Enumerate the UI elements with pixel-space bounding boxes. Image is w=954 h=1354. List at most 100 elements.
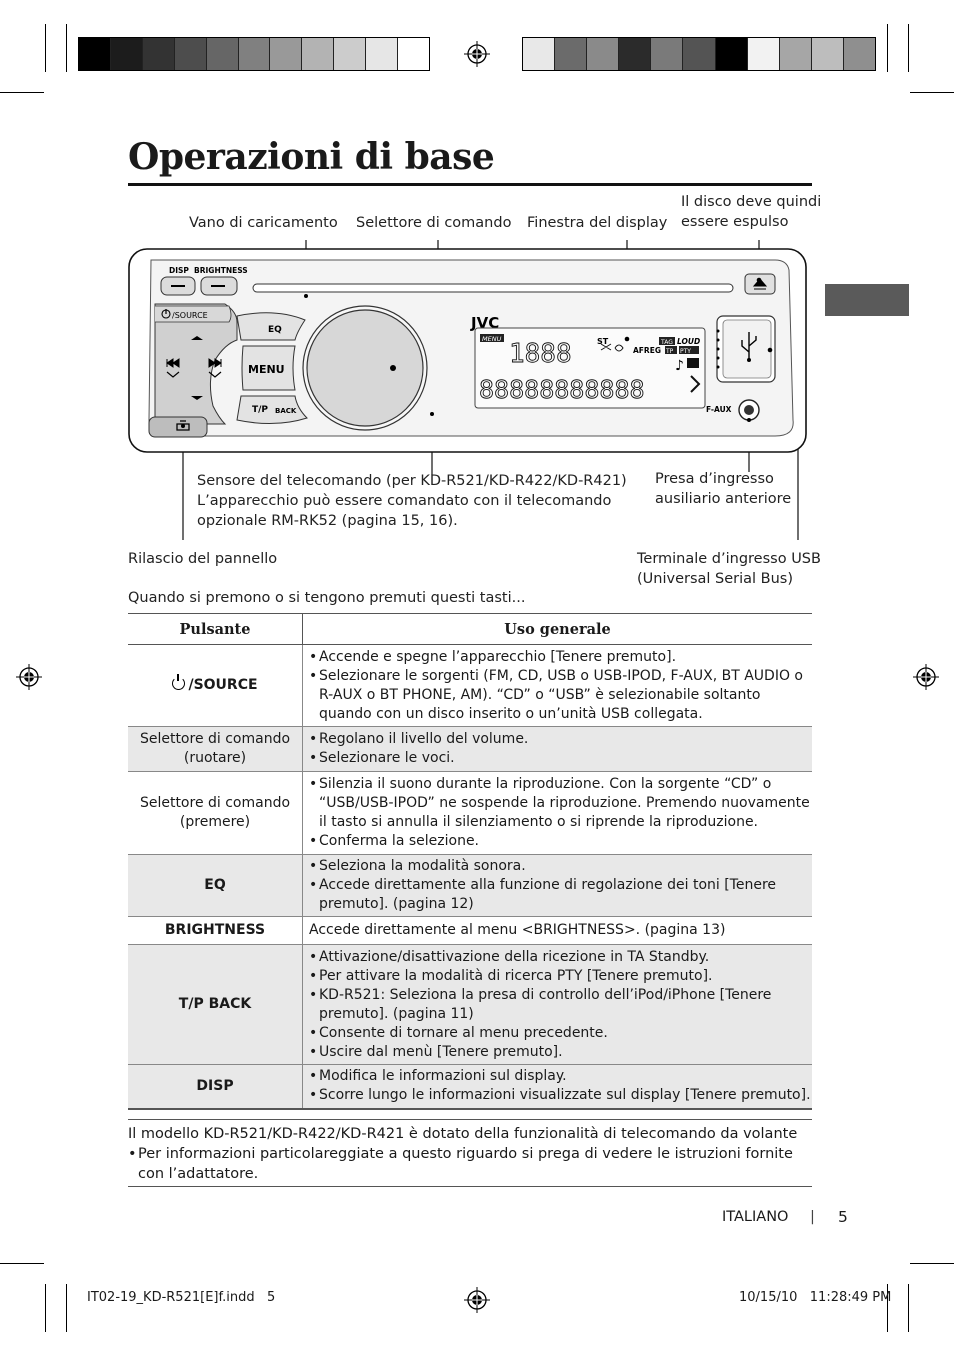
color-swatch: [715, 38, 748, 70]
back-label: BACK: [275, 407, 297, 415]
lcd-menu-label: MENU: [482, 335, 502, 343]
table-row: Selettore di comando (ruotare) Regolano …: [128, 726, 812, 772]
color-swatch: [587, 38, 620, 70]
power-icon: [172, 674, 186, 690]
faux-label: F-AUX: [706, 405, 732, 414]
color-swatch: [270, 38, 303, 70]
row-description: Attivazione/disattivazione della ricezio…: [302, 944, 812, 1065]
color-calibration-bar-right: [522, 37, 876, 71]
label-remote-sensor: Sensore del telecomando (per KD-R521/KD-…: [197, 473, 627, 529]
table-row: /SOURCE Accende e spegne l’apparecchio […: [128, 644, 812, 727]
color-swatch: [79, 38, 111, 70]
color-swatch: [619, 38, 652, 70]
disp-label: DISP: [169, 266, 189, 275]
registration-mark-icon: [913, 664, 939, 690]
music-note-icon: ♪: [675, 358, 684, 374]
header-uso-generale: Uso generale: [302, 613, 812, 645]
page-language: ITALIANO: [722, 1209, 789, 1225]
crop-mark: [887, 1284, 888, 1332]
usb-icon: [741, 332, 757, 360]
crop-mark: [0, 1263, 44, 1264]
label-loading-slot: Vano di caricamento: [189, 215, 338, 231]
color-calibration-bar-left: [78, 37, 430, 71]
row-key: Selettore di comando (premere): [128, 771, 303, 855]
tp-label: T/P: [252, 405, 268, 415]
color-swatch: [334, 38, 367, 70]
crop-mark: [66, 24, 67, 72]
brightness-label: BRIGHTNESS: [194, 266, 248, 275]
crop-mark: [910, 1263, 954, 1264]
color-swatch: [110, 38, 143, 70]
row-description: Silenzia il suono durante la riproduzion…: [302, 771, 812, 855]
color-swatch: [651, 38, 684, 70]
folder-icon: [687, 358, 699, 368]
section-tab: [825, 284, 909, 316]
header-pulsante: Pulsante: [128, 613, 303, 645]
color-swatch: [843, 38, 876, 70]
crop-mark: [0, 92, 44, 93]
registration-mark-icon: [16, 664, 42, 690]
table-row: DISP Modifica le informazioni sul displa…: [128, 1064, 812, 1110]
crop-mark: [908, 1284, 909, 1332]
color-swatch: [747, 38, 780, 70]
crop-mark: [908, 24, 909, 72]
row-key: BRIGHTNESS: [128, 916, 303, 945]
row-description: Modifica le informazioni sul display.Sco…: [302, 1064, 812, 1110]
lcd-st: ST: [597, 337, 609, 346]
row-key: DISP: [128, 1064, 303, 1110]
crop-mark: [66, 1284, 67, 1332]
registration-mark-icon: [464, 41, 490, 67]
crop-mark: [910, 92, 954, 93]
lcd-pty: PTY: [680, 348, 691, 355]
row-description: Accende e spegne l’apparecchio [Tenere p…: [302, 644, 812, 727]
eq-label: EQ: [268, 325, 282, 335]
lcd-segments-bottom: 88888888888: [479, 375, 645, 404]
label-usb-terminal: Terminale d’ingresso USB(Universal Seria…: [637, 551, 821, 587]
label-panel-release: Rilascio del pannello: [128, 551, 278, 567]
crop-mark: [887, 24, 888, 72]
title-rule: [128, 183, 812, 186]
lcd-loud: LOUD: [677, 337, 700, 346]
row-key: /SOURCE: [128, 644, 303, 727]
lcd-tp: TP: [665, 348, 674, 355]
color-swatch: [366, 38, 399, 70]
note-line: Il modello KD-R521/KD-R422/KD-R421 è dot…: [128, 1126, 798, 1142]
color-swatch: [302, 38, 335, 70]
print-slug-date: 10/15/10 11:28:49 PM: [739, 1290, 892, 1305]
color-swatch: [779, 38, 812, 70]
crop-mark: [45, 24, 46, 72]
table-row: EQ Seleziona la modalità sonora.Accede d…: [128, 854, 812, 917]
intro-text: Quando si premono o si tengono premuti q…: [128, 590, 526, 606]
car-stereo-faceplate-diagram: DISP BRIGHTNESS /SOURCE EQ MENU T/P BACK…: [128, 240, 807, 540]
table-row: Selettore di comando (premere) Silenzia …: [128, 771, 812, 855]
table-row: BRIGHTNESS Accede direttamente al menu <…: [128, 916, 812, 945]
row-key: Selettore di comando (ruotare): [128, 726, 303, 772]
color-swatch: [523, 38, 556, 70]
buttons-table: Pulsante Uso generale /SOURCE Accende e …: [128, 613, 812, 1110]
row-description: Seleziona la modalità sonora.Accede dire…: [302, 854, 812, 917]
steering-remote-note: Il modello KD-R521/KD-R422/KD-R421 è dot…: [128, 1119, 812, 1187]
color-swatch: [683, 38, 716, 70]
row-key: EQ: [128, 854, 303, 917]
row-description: Accede direttamente al menu <BRIGHTNESS>…: [302, 916, 812, 945]
print-slug-file: IT02-19_KD-R521[E]f.indd 5: [87, 1290, 276, 1305]
color-swatch: [811, 38, 844, 70]
lcd-afreg: AFREG: [633, 346, 661, 355]
menu-label: MENU: [248, 363, 285, 376]
lcd-segments-top: 1888: [509, 339, 572, 369]
row-key: T/P BACK: [128, 944, 303, 1065]
lcd-tag: TAG: [660, 339, 673, 346]
page-separator: |: [810, 1209, 815, 1225]
table-row: T/P BACK Attivazione/disattivazione dell…: [128, 944, 812, 1065]
row-description: Regolano il livello del volume.Seleziona…: [302, 726, 812, 772]
color-swatch: [398, 38, 429, 70]
color-swatch: [555, 38, 588, 70]
color-swatch: [142, 38, 175, 70]
color-swatch: [206, 38, 239, 70]
page-title: Operazioni di base: [128, 136, 495, 178]
label-display-window: Finestra del display: [527, 215, 668, 231]
crop-mark: [45, 1284, 46, 1332]
note-bullet: Per informazioni particolareggiate a que…: [128, 1144, 812, 1184]
